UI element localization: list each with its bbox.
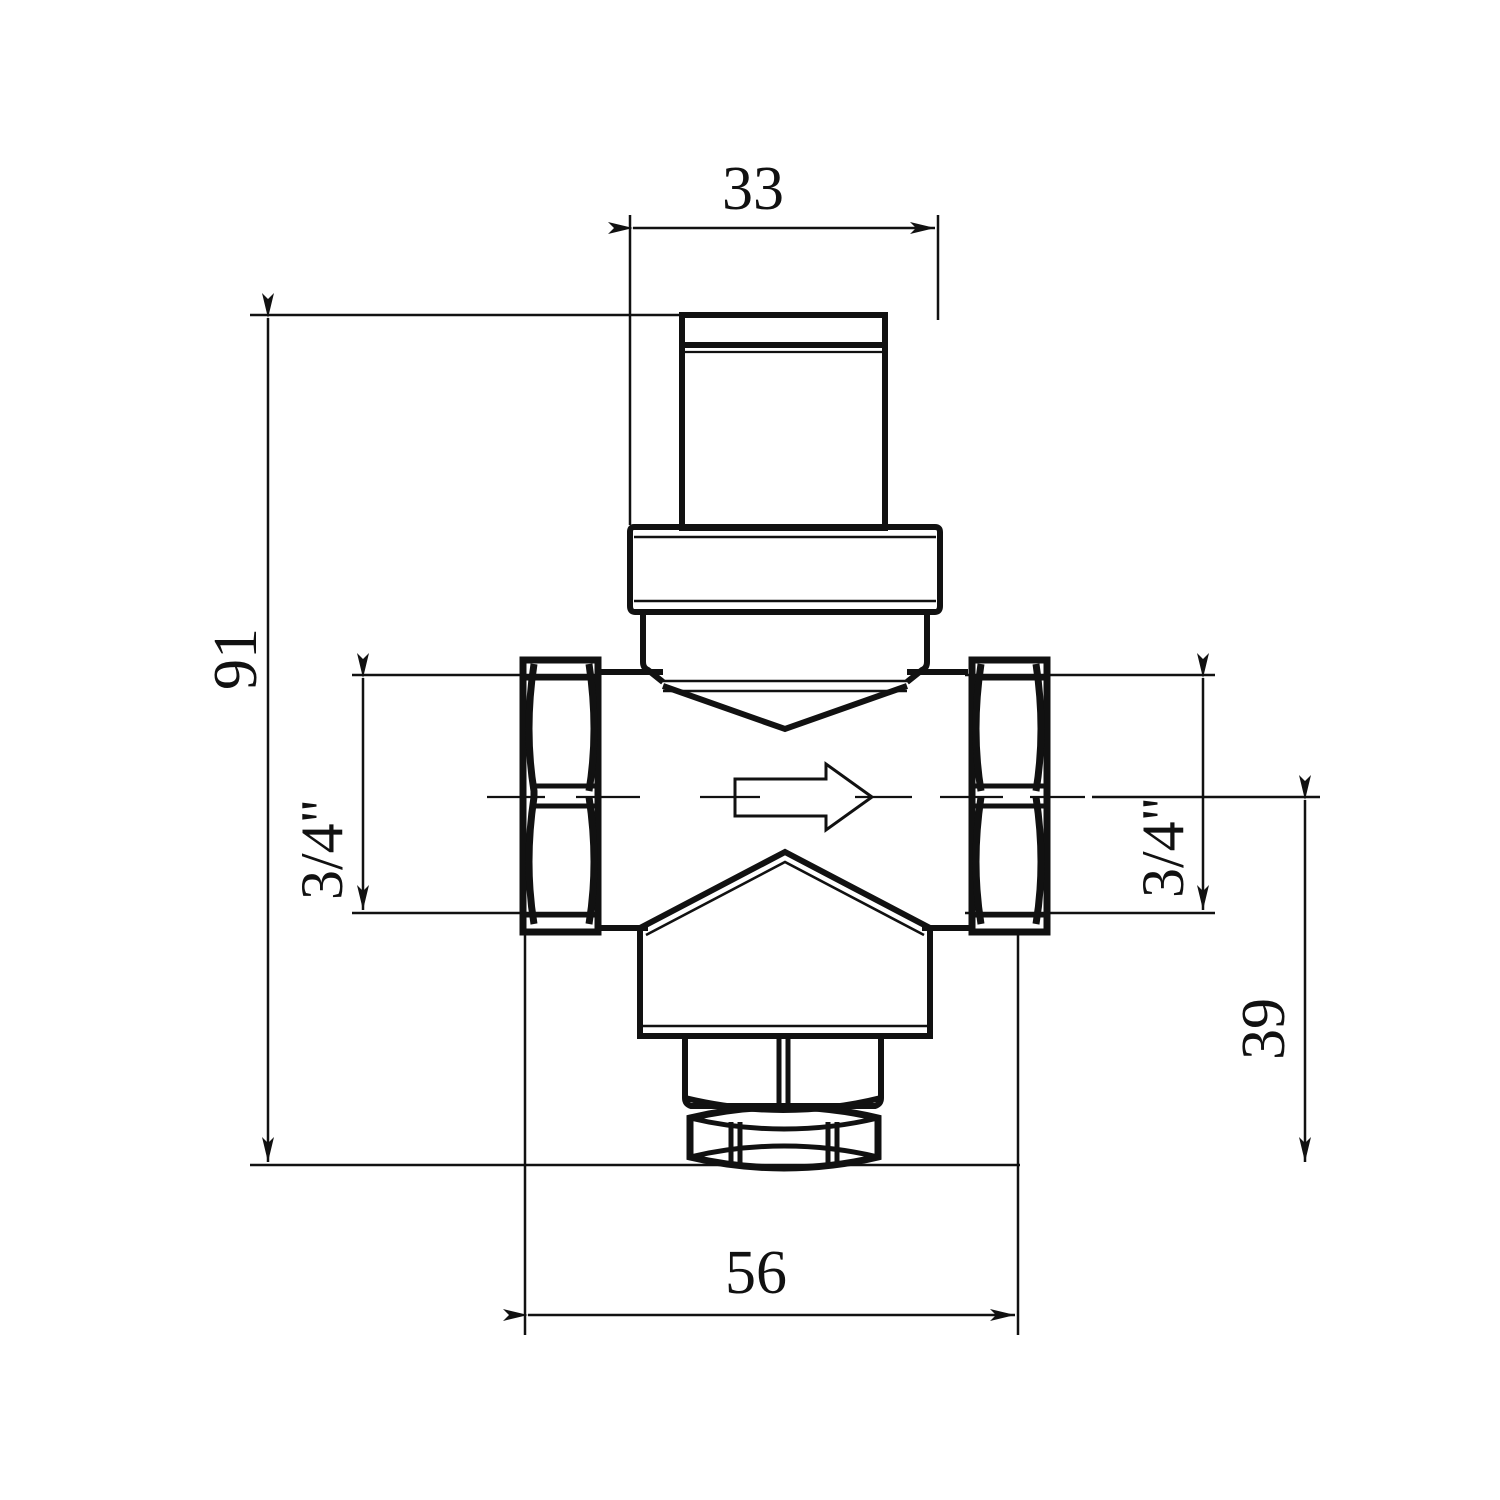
- dimension-56: [503, 935, 1020, 1335]
- dimension-33: [608, 215, 940, 525]
- dimension-three-quarter-left: [352, 653, 600, 915]
- dimension-39: [1092, 775, 1320, 1162]
- dimension-label-39: 39: [1230, 998, 1298, 1060]
- dimension-91: [250, 293, 1020, 1167]
- adjustment-screw-cap: [679, 312, 888, 531]
- union-nut-left: [519, 656, 602, 936]
- strainer-boss: [682, 1036, 884, 1114]
- dimension-label-91: 91: [202, 628, 270, 690]
- union-nut-right: [968, 656, 1051, 936]
- strainer-hex-nut: [686, 1103, 882, 1172]
- dimension-label-33: 33: [722, 155, 784, 223]
- dimension-label-56: 56: [725, 1239, 787, 1307]
- strainer-bowl: [637, 931, 933, 1039]
- flow-direction-arrow: [733, 761, 875, 833]
- dimension-label-three-quarter-left: 3/4": [289, 798, 355, 900]
- valve-body-walls: [595, 668, 975, 928]
- valve-assembly: [519, 312, 1051, 1172]
- bonnet-collar: [627, 524, 943, 615]
- dimension-label-three-quarter-right: 3/4": [1130, 796, 1196, 898]
- bonnet-neck: [640, 612, 930, 685]
- lower-strainer-chevron: [598, 848, 972, 937]
- upper-seat-chevron: [600, 669, 968, 733]
